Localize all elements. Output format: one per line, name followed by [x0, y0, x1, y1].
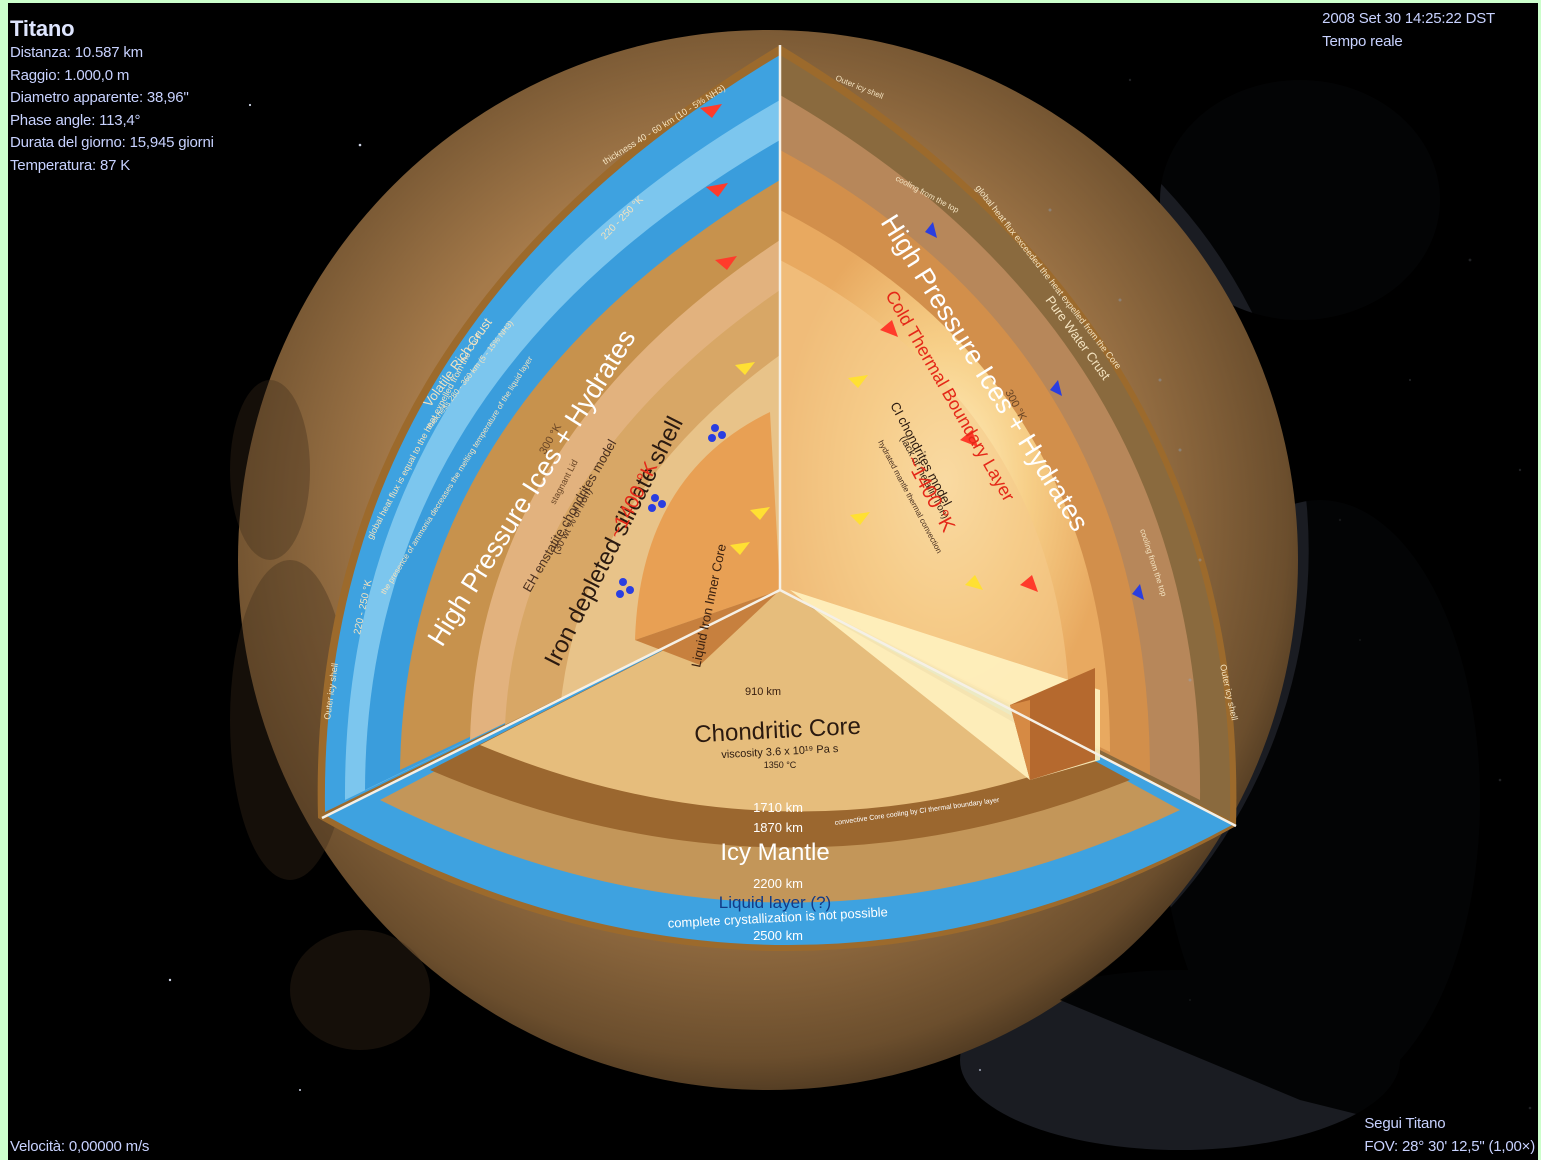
inner-core-block [635, 412, 780, 640]
radius-readout: Raggio: 1.000,0 m [10, 66, 130, 84]
bottom-icy-mantle: Icy Mantle [720, 839, 829, 866]
temperature-readout: Temperatura: 87 K [10, 156, 130, 174]
night-side [900, 0, 1541, 1160]
window-border-right [1538, 0, 1541, 1160]
time-panel: 2008 Set 30 14:25:22 DST Tempo reale [1322, 8, 1495, 53]
distance-readout: Distanza: 10.587 km [10, 44, 143, 61]
view-panel: Segui Titano FOV: 28° 30' 12,5" (1,00×) [1364, 1113, 1535, 1158]
left-radius-910: 910 km [745, 686, 781, 698]
datetime-readout: 2008 Set 30 14:25:22 DST [1322, 10, 1495, 27]
bottom-core-temp: 1350 °C [764, 760, 797, 770]
object-info-panel: Titano Distanza: 10.587 km Raggio: 1.000… [10, 16, 214, 177]
follow-target-readout: Segui Titano [1364, 1115, 1446, 1132]
bottom-r-1870: 1870 km [753, 820, 803, 835]
day-length-readout: Durata del giorno: 15,945 giorni [10, 134, 214, 151]
blue-arrows [925, 222, 1144, 600]
bottom-r-1710: 1710 km [753, 800, 803, 815]
bottom-r-2200: 2200 km [753, 876, 803, 891]
time-mode-readout: Tempo reale [1322, 32, 1403, 50]
bottom-face [325, 590, 1232, 946]
window-border-left [0, 0, 8, 1160]
velocity-panel: Velocità: 0,00000 m/s [10, 1136, 149, 1159]
window-border-top [0, 0, 1541, 3]
blue-dots [616, 424, 726, 598]
bottom-r-2500: 2500 km [753, 928, 803, 943]
fov-readout: FOV: 28° 30' 12,5" (1,00×) [1364, 1137, 1535, 1155]
bottom-liquid-layer: Liquid layer (?) [719, 893, 831, 912]
object-name: Titano [10, 16, 75, 41]
velocity-readout: Velocità: 0,00000 m/s [10, 1137, 150, 1155]
right-noise [1048, 208, 1202, 682]
cut-lines [321, 45, 1237, 828]
apparent-diameter-readout: Diametro apparente: 38,96" [10, 89, 189, 106]
phase-angle-readout: Phase angle: 113,4° [10, 111, 141, 129]
heat-arrows-yellow [730, 362, 983, 590]
heat-arrows-red [700, 104, 1038, 592]
